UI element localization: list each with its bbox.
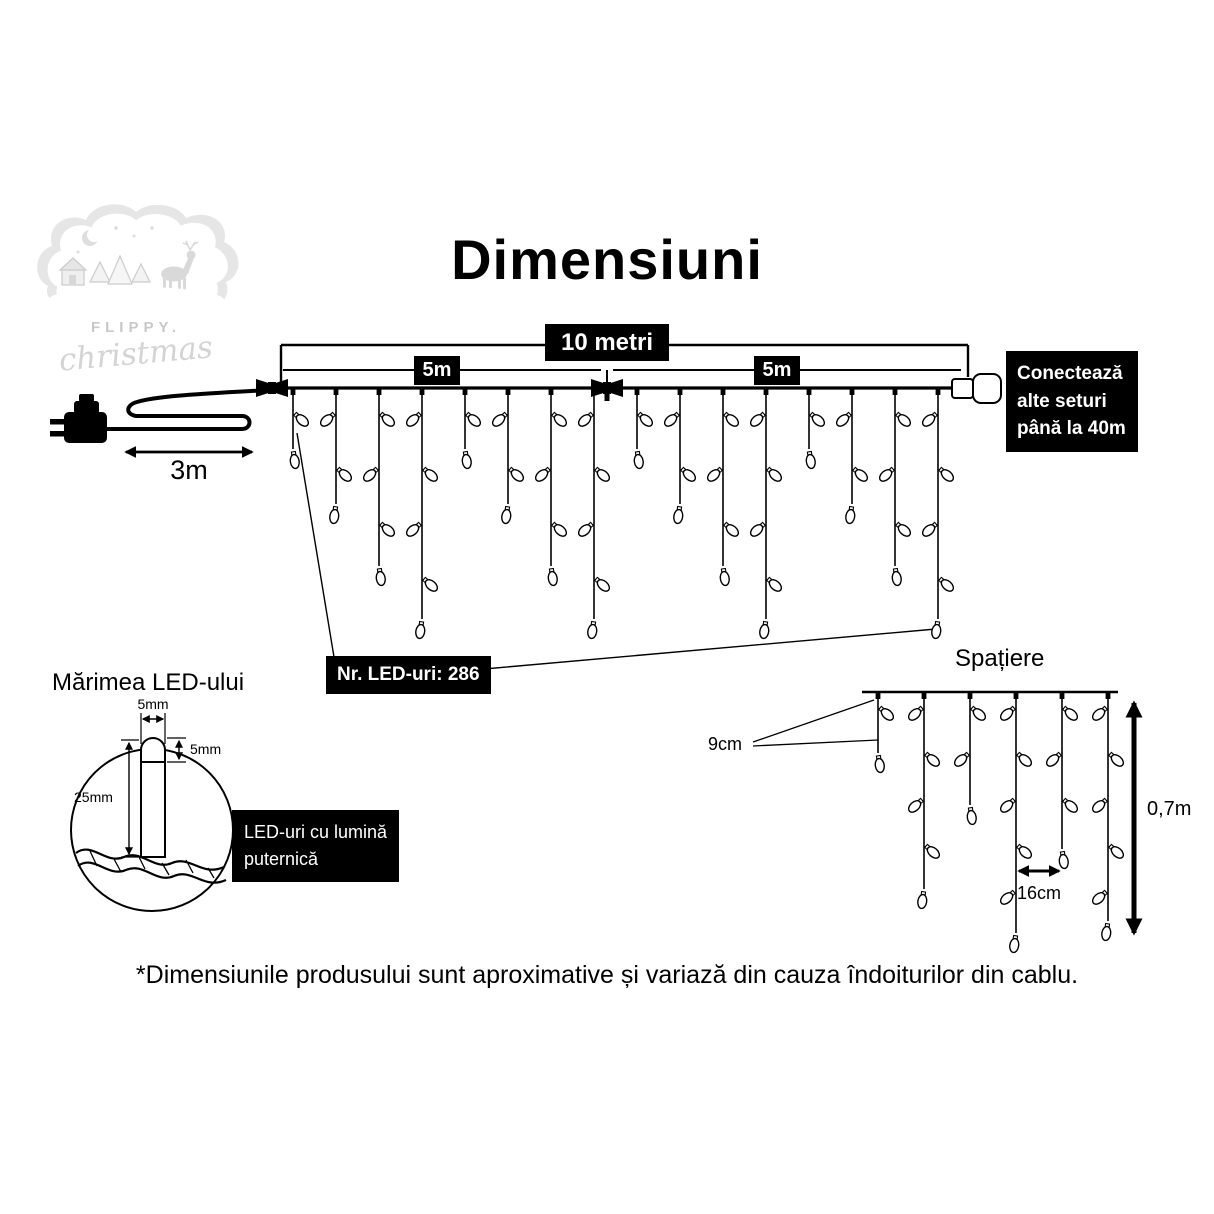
connect-sets-note: Conectează alte seturi până la 40m — [1006, 351, 1138, 452]
icicle-curtain-spacing — [874, 693, 1125, 954]
right-half-length-label: 5m — [754, 356, 800, 385]
lead-wire — [106, 388, 269, 431]
icicle-curtain-main — [289, 389, 955, 640]
nine-cm-leader-lines — [752, 699, 879, 747]
total-length-label: 10 metri — [545, 324, 669, 361]
snow-ground — [48, 287, 224, 313]
led-count-leader-lines — [296, 432, 937, 670]
left-half-length-label: 5m — [414, 356, 460, 385]
cable-connectors — [256, 379, 623, 401]
power-plug-icon — [50, 394, 107, 443]
end-connector-icon — [951, 373, 1002, 404]
pine-trees-icon — [89, 254, 151, 285]
led-bulb-drawing — [140, 737, 166, 858]
disclaimer-text: *Dimensiunile produsului sunt aproximati… — [135, 961, 1079, 989]
led-brightness-note: LED-uri cu lumină puternică — [232, 810, 400, 882]
led-size-heading: Mărimea LED-ului — [52, 669, 245, 696]
led-tip-width-label: 5mm — [137, 696, 169, 712]
drop-length-label: 0,7m — [1147, 798, 1192, 820]
led-total-height-label: 25mm — [74, 789, 113, 805]
house-icon — [58, 257, 88, 286]
logo-brand-text: FLIPPY. — [91, 319, 181, 336]
vertical-gap-label: 9cm — [708, 734, 743, 754]
horizontal-gap-label: 16cm — [1016, 883, 1061, 903]
led-dimension-arrows — [125, 715, 183, 856]
led-tip-height-label: 5mm — [190, 741, 222, 757]
moon-crescent-cutout — [87, 228, 101, 242]
led-count-label: Nr. LED-uri: 286 — [326, 656, 491, 694]
led-dimension-guides — [121, 713, 186, 858]
twisted-wire — [75, 848, 227, 884]
deer-icon — [161, 240, 199, 291]
logo-scene — [48, 226, 224, 313]
logo-script-text: christmas — [57, 329, 214, 378]
spacing-heading: Spațiere — [955, 645, 1045, 672]
lead-wire-length-label: 3m — [170, 455, 208, 485]
stars-icon — [76, 226, 154, 254]
page-title: Dimensiuni — [451, 228, 763, 291]
led-size-diagram — [70, 713, 234, 912]
